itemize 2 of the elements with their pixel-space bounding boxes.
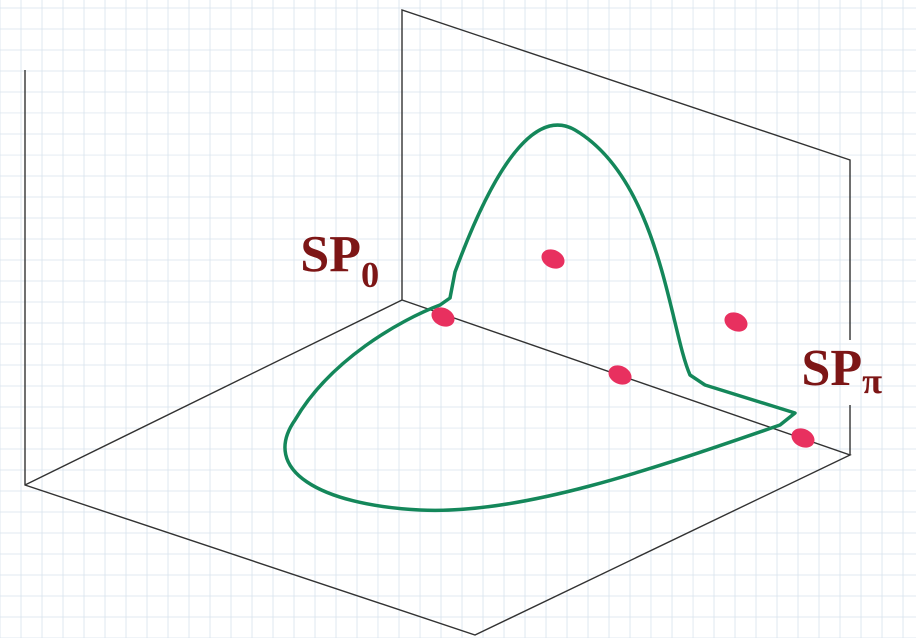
point-label: SP$_{π}$ [804,350,882,394]
point-label: SP$_{0}$ [303,236,378,288]
